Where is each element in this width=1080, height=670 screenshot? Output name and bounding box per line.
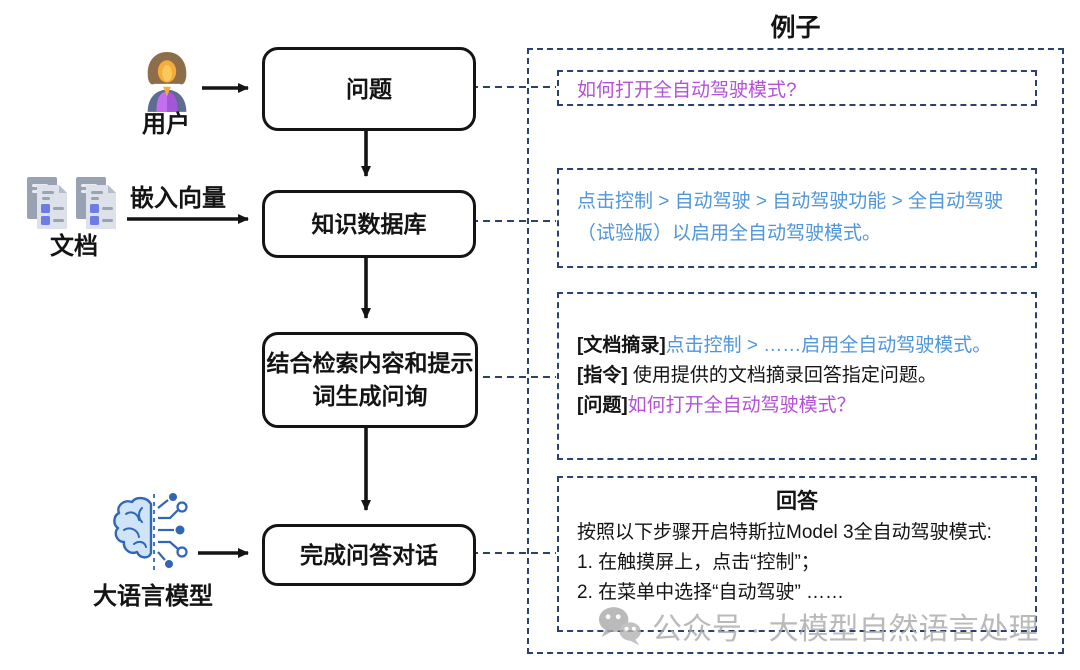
prompt-question-line: [问题]如何打开全自动驾驶模式？ bbox=[577, 391, 1017, 421]
example-question-text: 如何打开全自动驾驶模式? bbox=[577, 79, 797, 101]
example-answer-box: 回答 按照以下步骤开启特斯拉Model 3全自动驾驶模式: 1. 在触摸屏上，点… bbox=[557, 476, 1037, 632]
prompt-doc-text: 点击控制 > ……启用全自动驾驶模式。 bbox=[665, 335, 992, 356]
prompt-question-tag: [问题] bbox=[577, 395, 628, 416]
flow-node-question-label: 问题 bbox=[346, 75, 392, 102]
answer-line-3: 2. 在菜单中选择“自动驾驶” …… bbox=[577, 582, 845, 603]
prompt-instruction-tag: [指令] bbox=[577, 365, 628, 386]
user-label: 用户 bbox=[142, 111, 190, 138]
prompt-question-text: 如何打开全自动驾驶模式？ bbox=[627, 395, 856, 416]
flow-node-knowledge-base: 知识数据库 bbox=[262, 190, 476, 258]
flow-node-combine-prompt: 结合检索内容和提示词生成问询 bbox=[262, 332, 478, 428]
user-woman-icon bbox=[138, 50, 196, 117]
brain-circuit-icon bbox=[112, 492, 196, 581]
example-prompt-box: [文档摘录]点击控制 > ……启用全自动驾驶模式。 [指令] 使用提供的文档摘录… bbox=[557, 292, 1037, 460]
documents-icon bbox=[26, 176, 120, 237]
example-question-box: 如何打开全自动驾驶模式? bbox=[557, 70, 1037, 106]
llm-label: 大语言模型 bbox=[93, 583, 213, 610]
answer-title: 回答 bbox=[776, 490, 818, 513]
flow-node-question: 问题 bbox=[262, 47, 476, 131]
prompt-doc-line: [文档摘录]点击控制 > ……启用全自动驾驶模式。 bbox=[577, 331, 1017, 361]
answer-line-1: 按照以下步骤开启特斯拉Model 3全自动驾驶模式: bbox=[577, 522, 992, 543]
flow-node-complete-label: 完成问答对话 bbox=[300, 541, 438, 568]
example-panel-title: 例子 bbox=[770, 14, 821, 42]
example-panel bbox=[527, 48, 1064, 654]
wechat-icon bbox=[598, 605, 644, 647]
watermark: 公众号 · 大模型自然语言处理 bbox=[598, 604, 1039, 648]
flow-node-kb-label: 知识数据库 bbox=[311, 210, 427, 237]
example-retrieved-box: 点击控制 > 自动驾驶 > 自动驾驶功能 > 全自动驾驶（试验版）以启用全自动驾… bbox=[557, 168, 1037, 268]
documents-label: 文档 bbox=[50, 233, 98, 260]
watermark-text: 公众号 · 大模型自然语言处理 bbox=[652, 613, 1039, 646]
prompt-doc-tag: [文档摘录] bbox=[577, 335, 666, 356]
flow-node-complete-qa: 完成问答对话 bbox=[262, 524, 476, 586]
prompt-instruction-line: [指令] 使用提供的文档摘录回答指定问题。 bbox=[577, 361, 1017, 391]
answer-line-2: 1. 在触摸屏上，点击“控制”； bbox=[577, 552, 820, 573]
prompt-instruction-text: 使用提供的文档摘录回答指定问题。 bbox=[627, 365, 937, 386]
example-retrieved-text: 点击控制 > 自动驾驶 > 自动驾驶功能 > 全自动驾驶（试验版）以启用全自动驾… bbox=[577, 191, 1003, 244]
embedding-edge-label: 嵌入向量 bbox=[130, 185, 226, 212]
flow-node-combine-label: 结合检索内容和提示词生成问询 bbox=[266, 350, 474, 409]
